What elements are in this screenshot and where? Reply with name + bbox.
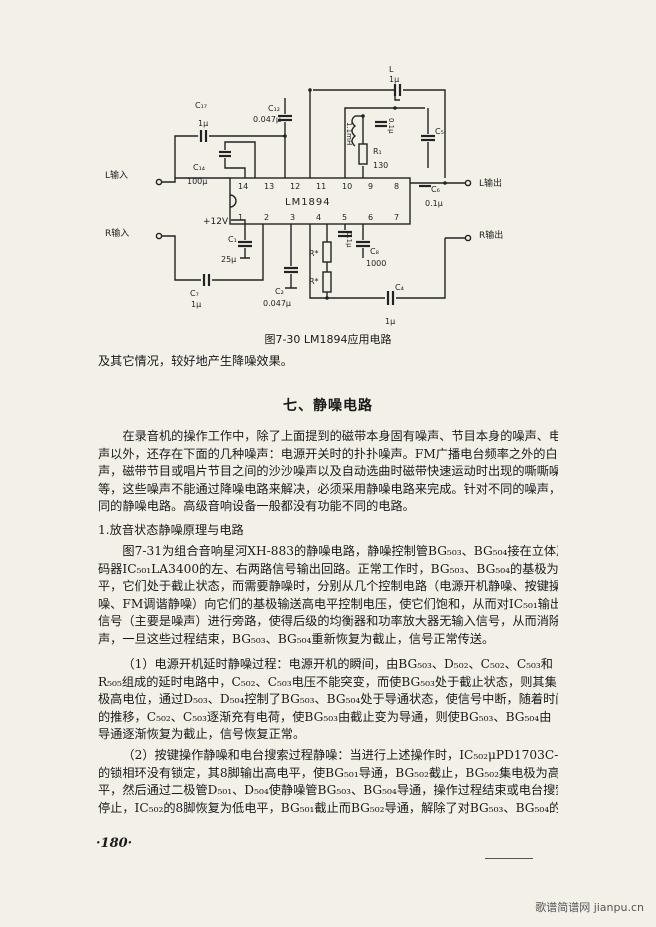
c8-label: C₈ (370, 247, 379, 256)
right-output-label: R输出 (479, 229, 503, 241)
r1-value: 130 (373, 161, 388, 170)
c17-label: C₁₇ (195, 101, 207, 110)
section-heading: 七、静噪电路 (283, 398, 373, 414)
ic-pin-number: 11 (316, 182, 326, 191)
text-line: 导通逐渐恢复为截止，信号恢复正常。 (98, 727, 306, 742)
c2-value: 0.047μ (263, 299, 291, 308)
text-line: 平，它们处于截止状态，而需要静噪时，分别从几个控制电路（电源开机静噪、按键操作静 (98, 579, 558, 594)
text-line: 在录音机的操作工作中，除了上面提到的磁带本身固有噪声、节目本身的噪声、电路噪 (122, 429, 558, 443)
ic-pin-number: 5 (342, 213, 347, 222)
ic-pin-number: 2 (264, 213, 269, 222)
ic-pin-number: 12 (290, 182, 300, 191)
text-line: R₅₀₅组成的延时电路中，C₅₀₂、C₅₀₃电压不能突变，而使BG₅₀₃处于截止… (98, 674, 558, 689)
c14-value: 100μ (187, 177, 207, 186)
c8-value: 1000 (366, 259, 386, 268)
text-line: 同的静噪电路。高级音响设备一般都没有功能不同的电路。 (98, 499, 415, 514)
right-input-label: R输入 (105, 227, 129, 239)
ic-pin-number: 10 (342, 182, 352, 191)
ic-pin-number: 6 (368, 213, 373, 222)
text-line: （1）电源开机延时静噪过程：电源开机的瞬间，由BG₅₀₃、D₅₀₂、C₅₀₂、C… (122, 657, 553, 671)
text-line: 图7-31为组合音响星河XH-883的静噪电路，静噪控制管BG₅₀₃、BG₅₀₄… (122, 544, 558, 558)
l-label: L (389, 65, 394, 74)
text-line: 停止，IC₅₀₂的8脚恢复为低电平，BG₅₀₁截止而BG₅₀₂导通，解除了对BG… (98, 800, 558, 815)
preceding-text: 及其它情况，较好地产生降噪效果。 (98, 354, 293, 368)
text-line: 声，磁带节目或唱片节目之间的沙沙噪声以及自动选曲时磁带快速运动时出现的嘶嘶噪声 (98, 464, 558, 479)
ic-pin-number: 14 (238, 182, 248, 191)
figure-caption: 图7-30 LM1894应用电路 (264, 333, 392, 346)
c7-label: C₇ (190, 289, 199, 298)
subheading: 1.放音状态静噪原理与电路 (98, 523, 244, 537)
c12-value: 0.047μ (253, 115, 281, 124)
text-line: 极高电位，通过D₅₀₃、D₅₀₄控制了BG₅₀₃、BG₅₀₄处于导通状态，使信号… (98, 692, 558, 707)
text-line: 信号（主要是噪声）进行旁路，使得后级的均衡器和功率放大器无输入信号，从而消除了噪 (98, 614, 558, 629)
ic-pins-top: 14 13 12 11 10 9 8 (238, 182, 399, 191)
c2-label: C₂ (275, 287, 284, 296)
supply-label: +12V (203, 217, 229, 227)
ic-pins-bottom: 1 2 3 4 5 6 7 (238, 213, 399, 222)
footer-rule (485, 858, 533, 859)
ic-pin-number: 8 (394, 182, 399, 191)
text-line: 的锁相环没有锁定，其8脚输出高电平，使BG₅₀₁导通，BG₅₀₂截止，BG₅₀₂… (98, 765, 558, 780)
c7-value: 1μ (191, 300, 201, 309)
ic-label: LM1894 (285, 197, 331, 208)
text-line: 声以外，还存在下面的几种噪声：电源开关时的扑扑噪声。FM广播电台频率之外的白噪 (98, 446, 558, 461)
ic-pin-number: 9 (368, 182, 373, 191)
c4-label: C₄ (395, 283, 404, 292)
ic-pin-number: 13 (264, 182, 274, 191)
ic-pin-number: 7 (394, 213, 399, 222)
c3-value: 0.1μ (387, 118, 395, 134)
text-line: （2）按键操作静噪和电台搜索过程静噪：当进行上述操作时，IC₅₀₂μPD1703… (122, 748, 558, 762)
c14-label: C₁₄ (193, 163, 205, 172)
ic-body (229, 177, 411, 225)
text-line: 的推移，C₅₀₂、C₅₀₃逐渐充有电荷，使BG₅₀₃由截止变为导通，则使BG₅₀… (98, 709, 552, 724)
text-line: 平，然后通过二极管D₅₀₁、D₅₀₄使静噪管BG₅₀₃、BG₅₀₄导通，操作过程… (98, 783, 558, 798)
c1-label: C₁ (228, 235, 237, 244)
r1-label: R₁ (373, 147, 382, 156)
text-line: 声，一旦这些过程结束，BG₅₀₃、BG₅₀₄重新恢复为截止，信号正常传送。 (98, 632, 495, 646)
page-number: ·180· (96, 836, 133, 851)
c9-value: 0.1μ (345, 232, 353, 248)
c4-value: 1μ (385, 317, 395, 326)
ic-pin-number: 1 (238, 213, 243, 222)
r-star-label-1: R* (309, 249, 319, 258)
c12-label: C₁₂ (268, 104, 280, 113)
site-watermark: 歌谱简谱网 jianpu.cn (535, 901, 644, 914)
ic-pin-number: 4 (316, 213, 321, 222)
c6-label: C₆ (431, 185, 440, 194)
c6-value: 0.1μ (425, 199, 443, 208)
text-line: 码器IC₅₀₁LA3400的左、右两路信号输出回路。正常工作时，BG₅₀₃、BG… (98, 561, 558, 576)
text-line: 噪、FM调谐静噪）向它们的基极输送高电平控制电压，使它们饱和，从而对IC₅₀₁输… (98, 596, 558, 611)
c5-label: C₅ (435, 127, 444, 136)
c1-value: 25μ (221, 255, 236, 264)
r-star-label-2: R* (309, 277, 319, 286)
left-input-label: L输入 (105, 169, 128, 181)
text-line: 等，这些噪声不能通过降噪电路来解决，必须采用静噪电路来完成。针对不同的噪声，有不 (98, 481, 558, 496)
ic-pin-number: 3 (290, 213, 295, 222)
inductor-value: 1.1mH (345, 122, 353, 145)
l-value: 1μ (389, 75, 399, 84)
left-output-label: L输出 (479, 177, 502, 189)
c17-value: 1μ (198, 119, 208, 128)
